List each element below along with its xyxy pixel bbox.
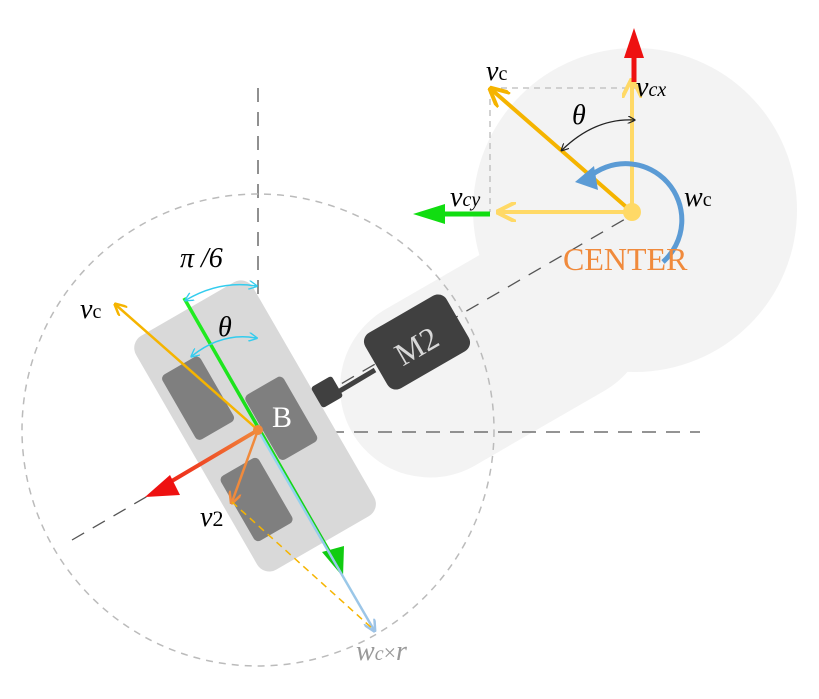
wc-label: wc <box>684 182 712 213</box>
theta-arc-top <box>562 120 634 150</box>
pi-over-6-label: π /6 <box>180 243 223 274</box>
vc-label-left: vc <box>80 294 101 325</box>
vcy-label: vcy <box>450 182 480 213</box>
pi6-arc <box>186 285 256 300</box>
v2-main: v <box>200 502 213 533</box>
red-arrow-b <box>158 428 260 490</box>
motor-m2 <box>363 294 471 390</box>
robot-body <box>340 48 797 478</box>
vcy-sub: cy <box>462 189 480 211</box>
wcr-w: w <box>356 636 375 667</box>
vc-label-top: vc <box>486 56 507 87</box>
point-b-label: B <box>272 401 292 434</box>
omni-wheel-bottom <box>220 457 293 542</box>
vc-top-main: v <box>486 56 499 87</box>
vcx-main: v <box>636 72 649 103</box>
vc-left-sub: c <box>92 301 101 323</box>
wc-main: w <box>684 182 703 213</box>
wc-rotation-arrow <box>575 161 685 264</box>
motor-assembly <box>311 294 471 408</box>
vc-left-main: v <box>80 294 93 325</box>
theta-label-b: θ <box>218 312 232 343</box>
wc-times-r-label: wc×r <box>356 636 407 667</box>
v2-projection <box>231 501 375 631</box>
vcy-main: v <box>450 182 463 213</box>
wcr-arrow <box>256 429 374 630</box>
vc-top-sub: c <box>498 63 507 85</box>
v2-arrow <box>232 429 260 502</box>
wcr-c: c <box>375 643 384 665</box>
center-label: CENTER <box>563 241 688 277</box>
point-b <box>253 425 263 435</box>
wheel-hub <box>245 376 318 460</box>
omni-wheel-top <box>162 356 235 440</box>
theta-label-top: θ <box>572 100 586 131</box>
x-axis-arrow <box>624 28 644 58</box>
theta-arc-b <box>192 337 256 356</box>
wheel-range-circle <box>21 193 495 667</box>
component-box <box>489 87 636 212</box>
v2-label: v2 <box>200 502 223 533</box>
center-point <box>623 203 641 221</box>
wcr-times: × <box>384 640 396 665</box>
vcx-label: vcx <box>636 72 666 103</box>
vcx-sub: cx <box>648 79 666 101</box>
vc-arrow-b <box>116 305 259 431</box>
v2-sub: 2 <box>212 506 223 531</box>
wc-sub: c <box>703 189 712 211</box>
wcr-r: r <box>396 636 407 667</box>
y-axis-arrow <box>413 204 445 224</box>
